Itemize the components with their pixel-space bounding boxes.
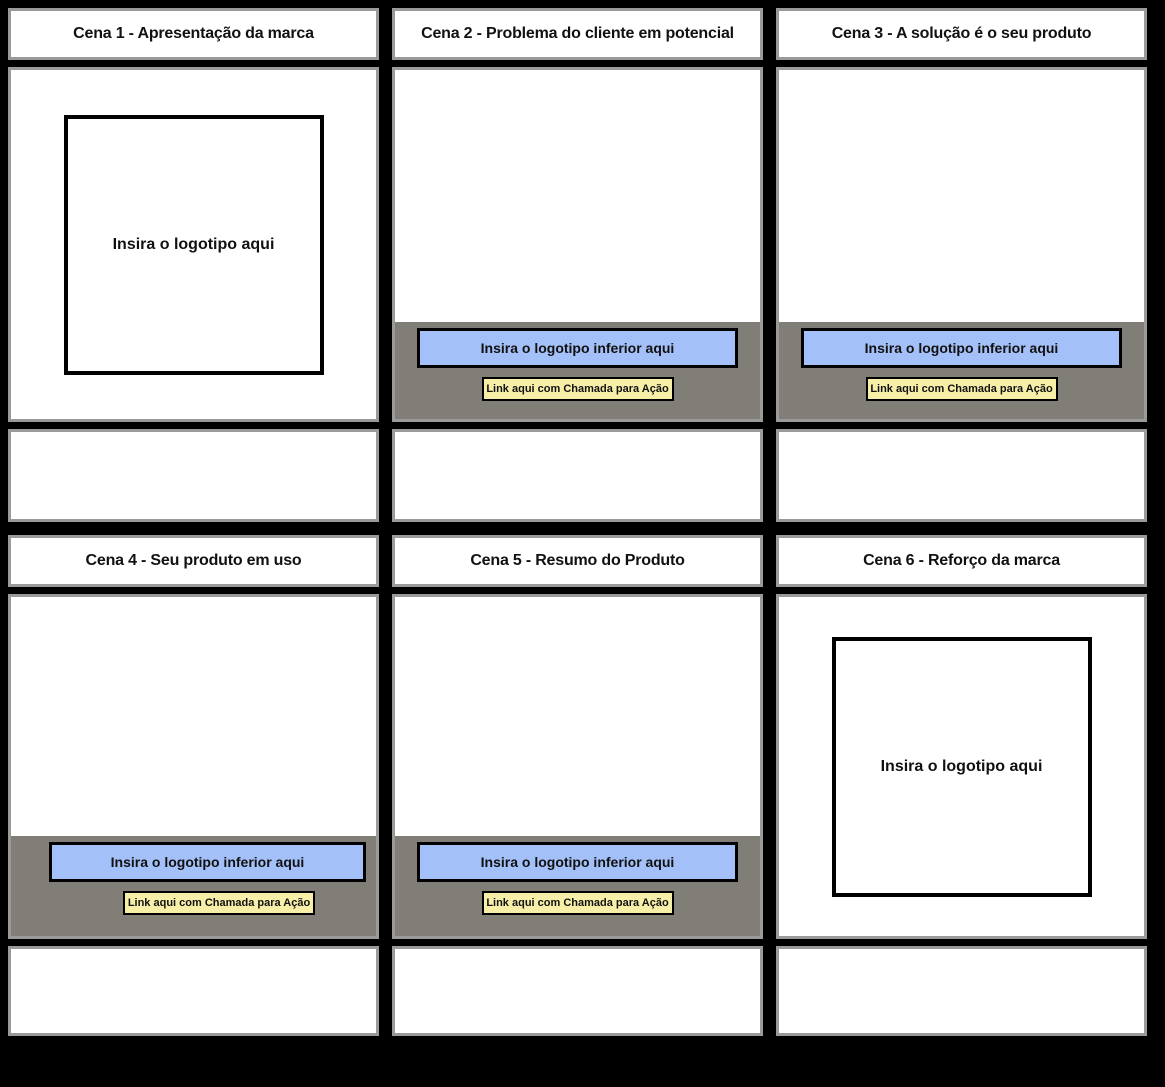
scene-canvas-3[interactable] bbox=[779, 70, 1144, 322]
lower-logo-label-3: Insira o logotipo inferior aqui bbox=[864, 340, 1059, 356]
storyboard-cell-cena-4[interactable]: Cena 4 - Seu produto em uso Insira o log… bbox=[8, 535, 379, 1072]
scene-title-4: Cena 4 - Seu produto em uso bbox=[85, 552, 302, 569]
cta-link-button-4[interactable]: Link aqui com Chamada para Ação bbox=[123, 891, 315, 915]
scene-canvas-6[interactable]: Insira o logotipo aqui bbox=[779, 597, 1144, 936]
cta-link-label-2: Link aqui com Chamada para Ação bbox=[486, 383, 669, 395]
scene-frame-5[interactable]: Insira o logotipo inferior aqui Link aqu… bbox=[392, 594, 763, 939]
scene-notes-box-1[interactable] bbox=[8, 429, 379, 522]
storyboard-cell-cena-1[interactable]: Cena 1 - Apresentação da marca Insira o … bbox=[8, 8, 379, 527]
lower-logo-label-4: Insira o logotipo inferior aqui bbox=[110, 854, 305, 870]
scene-title-5: Cena 5 - Resumo do Produto bbox=[470, 552, 685, 569]
scene-frame-1[interactable]: Insira o logotipo aqui bbox=[8, 67, 379, 422]
storyboard-row-2: Cena 4 - Seu produto em uso Insira o log… bbox=[0, 527, 1165, 1072]
scene-notes-box-3[interactable] bbox=[776, 429, 1147, 522]
scene-footer-band-3: Insira o logotipo inferior aqui Link aqu… bbox=[779, 322, 1144, 419]
scene-title-plate-5[interactable]: Cena 5 - Resumo do Produto bbox=[392, 535, 763, 587]
scene-frame-3[interactable]: Insira o logotipo inferior aqui Link aqu… bbox=[776, 67, 1147, 422]
storyboard-cell-cena-2[interactable]: Cena 2 - Problema do cliente em potencia… bbox=[392, 8, 763, 527]
scene-title-3: Cena 3 - A solução é o seu produto bbox=[831, 25, 1092, 42]
scene-notes-box-2[interactable] bbox=[392, 429, 763, 522]
scene-title-1: Cena 1 - Apresentação da marca bbox=[73, 25, 314, 42]
scene-title-plate-3[interactable]: Cena 3 - A solução é o seu produto bbox=[776, 8, 1147, 60]
lower-logo-placeholder-4[interactable]: Insira o logotipo inferior aqui bbox=[49, 842, 366, 882]
scene-footer-band-5: Insira o logotipo inferior aqui Link aqu… bbox=[395, 836, 760, 936]
scene-title-2: Cena 2 - Problema do cliente em potencia… bbox=[421, 25, 734, 42]
scene-title-plate-2[interactable]: Cena 2 - Problema do cliente em potencia… bbox=[392, 8, 763, 60]
cta-link-label-4: Link aqui com Chamada para Ação bbox=[127, 897, 311, 909]
cta-link-label-5: Link aqui com Chamada para Ação bbox=[486, 897, 669, 909]
scene-notes-box-6[interactable] bbox=[776, 946, 1147, 1036]
scene-frame-2[interactable]: Insira o logotipo inferior aqui Link aqu… bbox=[392, 67, 763, 422]
scene-canvas-2[interactable] bbox=[395, 70, 760, 322]
lower-logo-label-2: Insira o logotipo inferior aqui bbox=[480, 340, 675, 356]
storyboard-row-1: Cena 1 - Apresentação da marca Insira o … bbox=[0, 0, 1165, 527]
storyboard-cell-cena-5[interactable]: Cena 5 - Resumo do Produto Insira o logo… bbox=[392, 535, 763, 1072]
cta-link-button-3[interactable]: Link aqui com Chamada para Ação bbox=[865, 377, 1058, 401]
scene-frame-6[interactable]: Insira o logotipo aqui bbox=[776, 594, 1147, 939]
scene-canvas-1[interactable]: Insira o logotipo aqui bbox=[11, 70, 376, 419]
lower-logo-placeholder-5[interactable]: Insira o logotipo inferior aqui bbox=[417, 842, 738, 882]
cta-link-button-2[interactable]: Link aqui com Chamada para Ação bbox=[481, 377, 674, 401]
logo-placeholder-box-6[interactable]: Insira o logotipo aqui bbox=[831, 636, 1092, 897]
storyboard-cell-cena-3[interactable]: Cena 3 - A solução é o seu produto Insir… bbox=[776, 8, 1147, 527]
scene-title-plate-4[interactable]: Cena 4 - Seu produto em uso bbox=[8, 535, 379, 587]
scene-frame-4[interactable]: Insira o logotipo inferior aqui Link aqu… bbox=[8, 594, 379, 939]
scene-title-plate-6[interactable]: Cena 6 - Reforço da marca bbox=[776, 535, 1147, 587]
storyboard-cell-cena-6[interactable]: Cena 6 - Reforço da marca Insira o logot… bbox=[776, 535, 1147, 1072]
logo-placeholder-label-6: Insira o logotipo aqui bbox=[880, 757, 1043, 775]
lower-logo-placeholder-2[interactable]: Insira o logotipo inferior aqui bbox=[417, 328, 738, 368]
logo-placeholder-label-1: Insira o logotipo aqui bbox=[112, 235, 275, 253]
cta-link-label-3: Link aqui com Chamada para Ação bbox=[870, 383, 1053, 395]
logo-placeholder-box-1[interactable]: Insira o logotipo aqui bbox=[63, 114, 324, 375]
scene-title-plate-1[interactable]: Cena 1 - Apresentação da marca bbox=[8, 8, 379, 60]
scene-footer-band-4: Insira o logotipo inferior aqui Link aqu… bbox=[11, 836, 376, 936]
scene-canvas-4[interactable] bbox=[11, 597, 376, 836]
scene-footer-band-2: Insira o logotipo inferior aqui Link aqu… bbox=[395, 322, 760, 419]
lower-logo-label-5: Insira o logotipo inferior aqui bbox=[480, 854, 675, 870]
lower-logo-placeholder-3[interactable]: Insira o logotipo inferior aqui bbox=[801, 328, 1122, 368]
scene-title-6: Cena 6 - Reforço da marca bbox=[863, 552, 1060, 569]
cta-link-button-5[interactable]: Link aqui com Chamada para Ação bbox=[481, 891, 674, 915]
scene-notes-box-4[interactable] bbox=[8, 946, 379, 1036]
scene-canvas-5[interactable] bbox=[395, 597, 760, 836]
scene-notes-box-5[interactable] bbox=[392, 946, 763, 1036]
